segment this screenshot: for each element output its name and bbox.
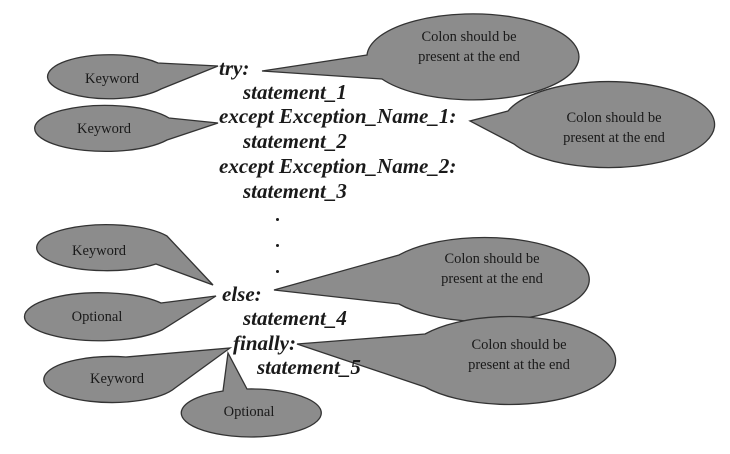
optional-else-bubble bbox=[23, 292, 217, 342]
code-statement-5: statement_5 bbox=[257, 355, 361, 379]
ellipsis-dot bbox=[276, 218, 279, 221]
colon-else-bubble bbox=[273, 236, 590, 323]
code-statement-4: statement_4 bbox=[243, 306, 347, 330]
code-else: else: bbox=[222, 282, 262, 306]
keyword-try-bubble bbox=[46, 54, 219, 100]
keyword-finally-label: Keyword bbox=[90, 371, 144, 387]
ellipsis-dot bbox=[276, 244, 279, 247]
ellipsis-dot bbox=[276, 270, 279, 273]
keyword-except-label: Keyword bbox=[77, 121, 131, 137]
colon-else-label: Colon should be present at the end bbox=[441, 251, 543, 287]
optional-finally-bubble bbox=[180, 350, 322, 438]
code-try: try: bbox=[219, 56, 250, 80]
keyword-finally-bubble bbox=[43, 347, 233, 404]
code-statement-2: statement_2 bbox=[243, 129, 347, 153]
colon-except-bubble bbox=[468, 80, 716, 169]
keyword-else-bubble bbox=[36, 224, 214, 286]
colon-finally-label: Colon should be present at the end bbox=[468, 337, 570, 373]
colon-try-bubble bbox=[261, 13, 580, 101]
colon-except-label: Colon should be present at the end bbox=[563, 110, 665, 146]
keyword-except-bubble bbox=[34, 104, 219, 153]
code-except-2: except Exception_Name_2: bbox=[219, 154, 457, 178]
code-statement-1: statement_1 bbox=[243, 80, 347, 104]
code-finally: finally: bbox=[233, 331, 296, 355]
colon-try-label: Colon should be present at the end bbox=[418, 29, 520, 65]
keyword-else-label: Keyword bbox=[72, 243, 126, 259]
colon-finally-bubble bbox=[296, 315, 617, 406]
optional-else-label: Optional bbox=[71, 309, 123, 325]
code-statement-3: statement_3 bbox=[243, 179, 347, 203]
keyword-try-label: Keyword bbox=[85, 71, 139, 87]
code-except-1: except Exception_Name_1: bbox=[219, 104, 457, 128]
optional-finally-label: Optional bbox=[223, 404, 275, 420]
